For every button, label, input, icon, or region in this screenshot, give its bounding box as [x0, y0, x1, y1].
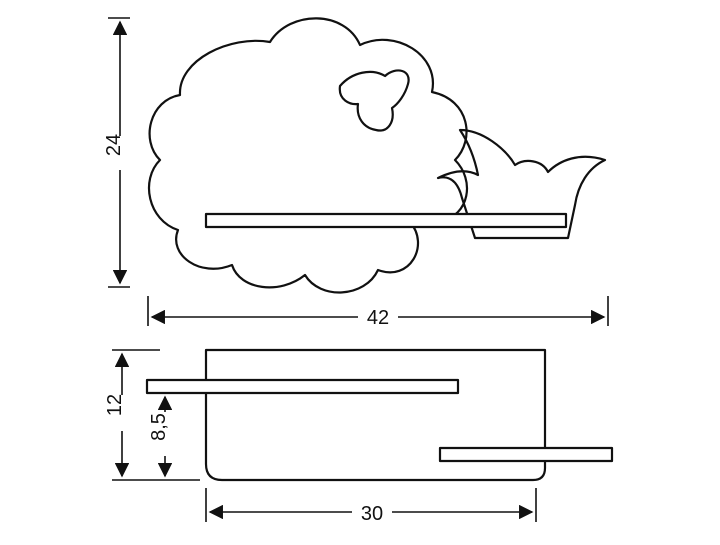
front-width-label: 42 [367, 307, 389, 329]
upper-shelf-icon [145, 378, 460, 395]
side-view [145, 348, 614, 482]
shelf-profile-icon [204, 348, 547, 482]
grass-icon [436, 128, 607, 240]
front-view [147, 17, 607, 294]
front-shelf-icon [204, 212, 568, 229]
side-height-label: 12 [104, 394, 126, 416]
sheep-head-icon [338, 69, 410, 132]
front-height-label: 24 [103, 134, 125, 156]
side-width-label: 30 [361, 503, 383, 525]
shelf-height-label: 8,5 [148, 413, 170, 441]
sheep-cloud-icon [147, 17, 469, 294]
lower-shelf-icon [438, 446, 614, 463]
